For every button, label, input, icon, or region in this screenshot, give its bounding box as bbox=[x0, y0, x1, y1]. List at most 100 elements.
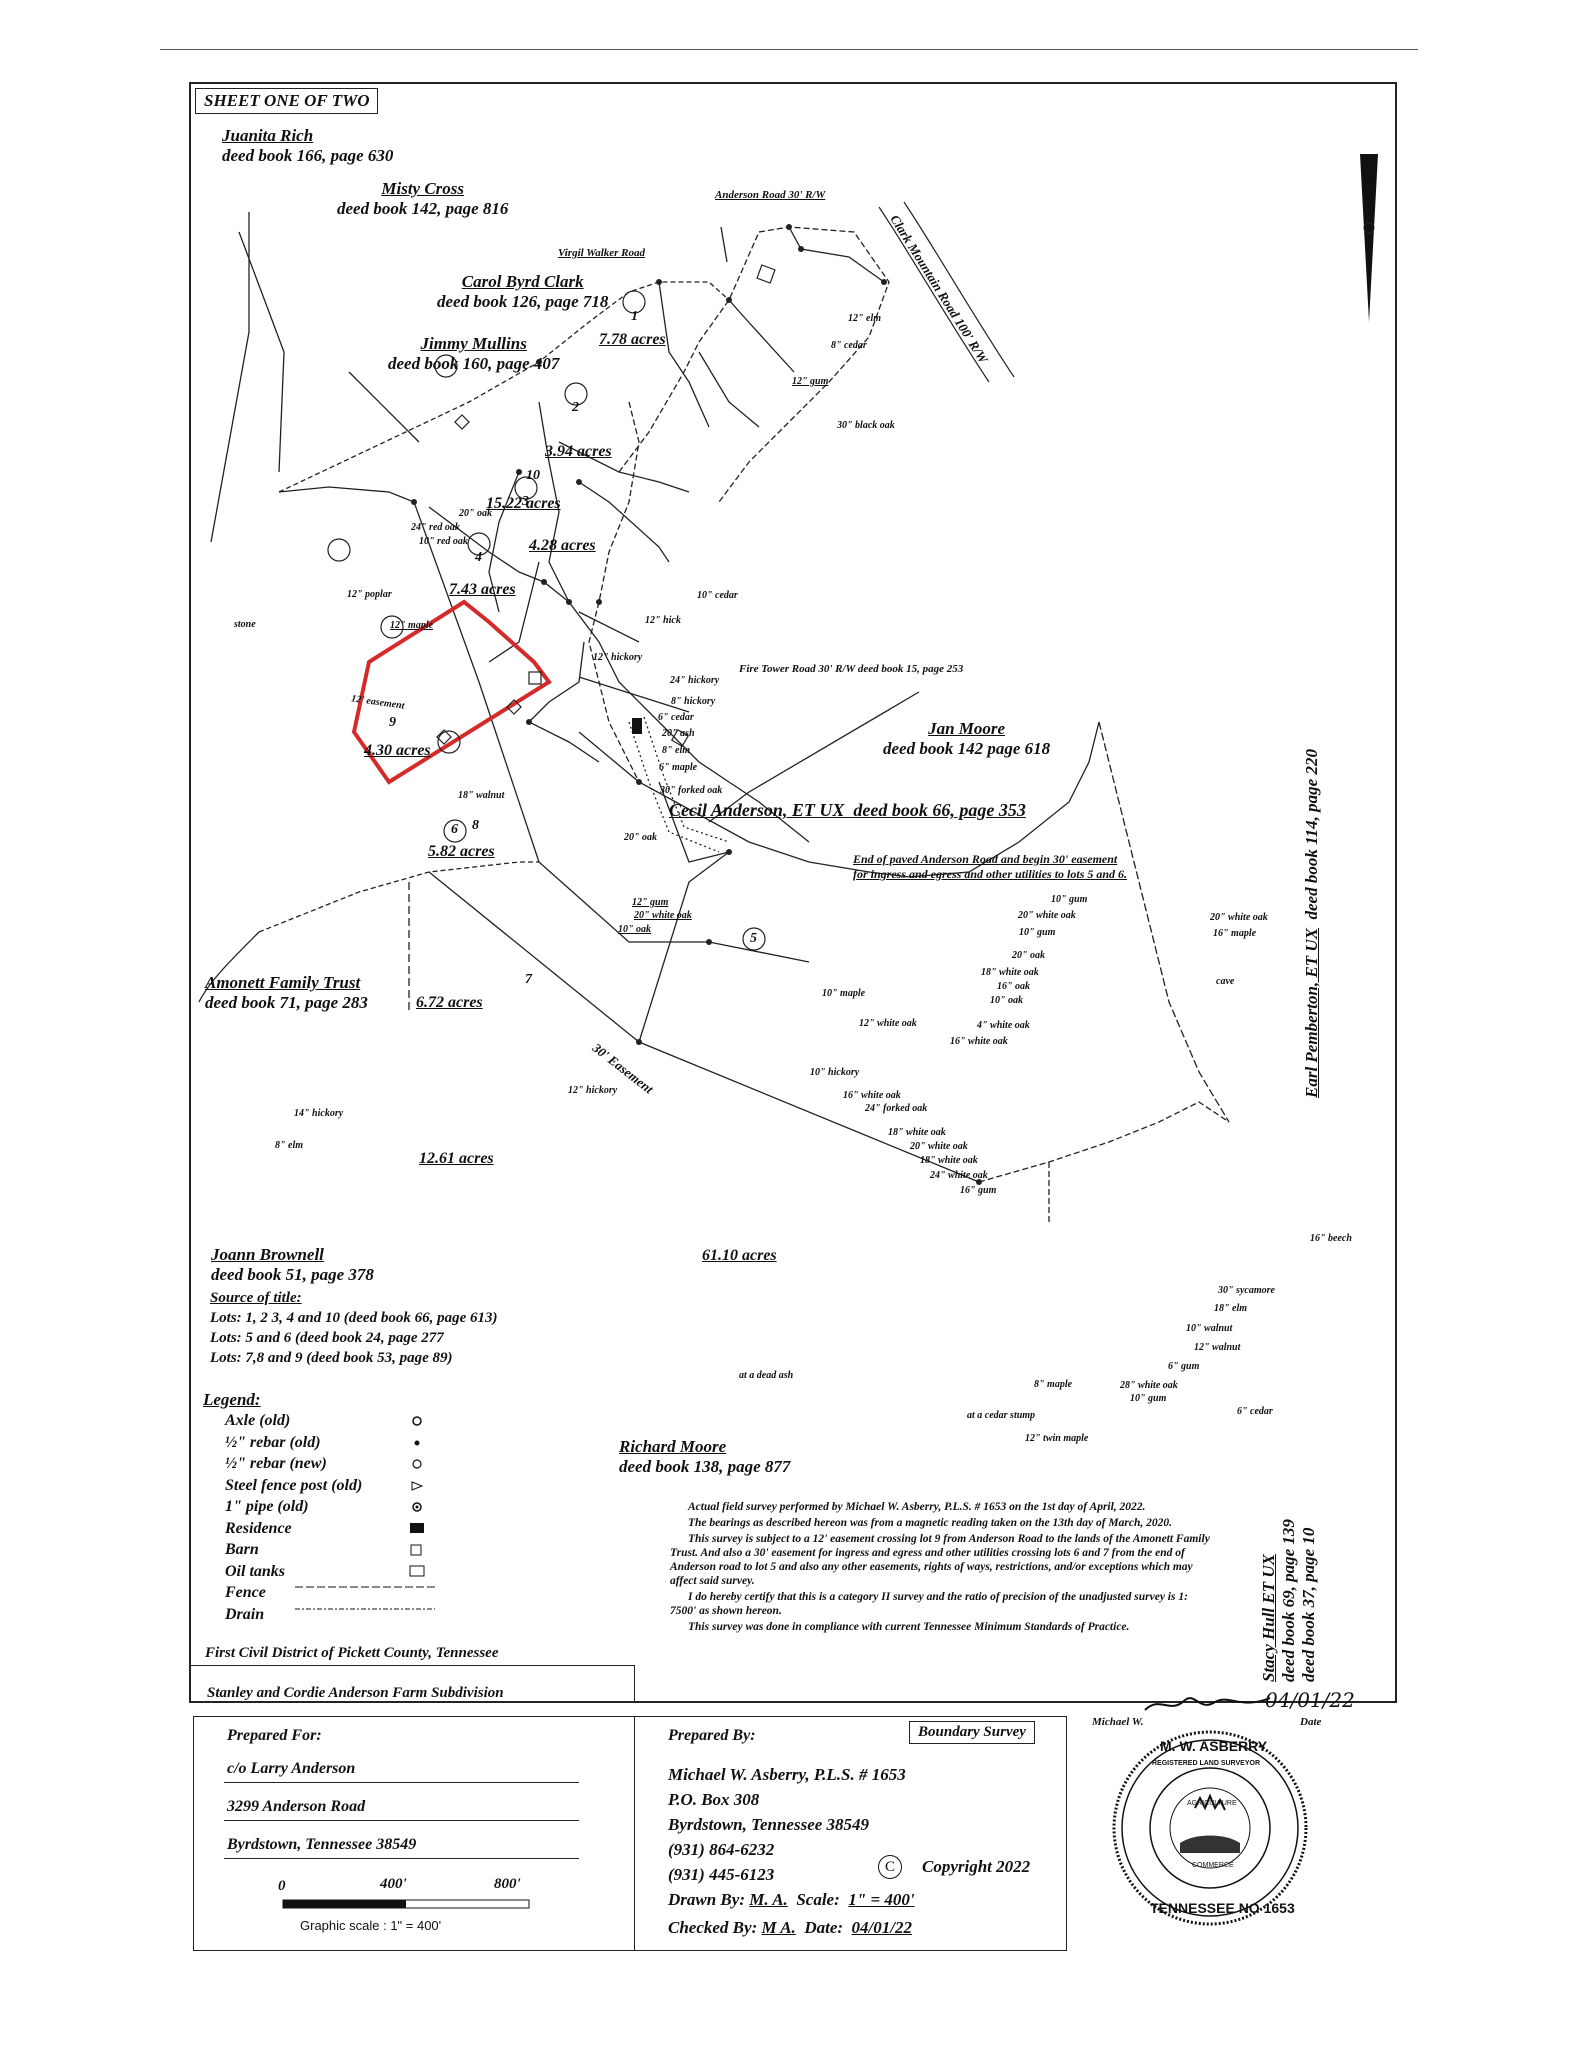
tree-label: 10" maple bbox=[822, 988, 866, 999]
tree-label: 24" forked oak bbox=[865, 1103, 928, 1114]
sheet-label: SHEET ONE OF TWO bbox=[195, 88, 379, 114]
tree-label: 12" gum bbox=[632, 897, 669, 908]
tree-label: 10" gum bbox=[1019, 927, 1056, 938]
paved-end-pointer bbox=[708, 691, 920, 823]
easement-30-line-a bbox=[628, 721, 720, 853]
drawn-by-row: Drawn By: M. A. Scale: 1" = 400' bbox=[668, 1890, 915, 1909]
anderson-road-line bbox=[720, 226, 728, 263]
lot-4-area: 7.43 acres bbox=[449, 581, 516, 598]
tree-label: 6" maple bbox=[659, 762, 698, 773]
lot-5-west bbox=[728, 781, 810, 843]
tree-label: 18" white oak bbox=[981, 967, 1039, 978]
tree-label: 18" elm bbox=[1214, 1303, 1248, 1314]
lot-3-circle bbox=[514, 476, 538, 500]
tree-label: 24" white oak bbox=[930, 1170, 988, 1181]
tree-label: 24" hickory bbox=[670, 675, 720, 686]
tree-label: 6" cedar bbox=[1237, 1406, 1273, 1417]
rebar-old-icon bbox=[414, 1440, 420, 1446]
tree-label: 10" oak bbox=[618, 924, 652, 935]
prepared-for-label: Prepared For: bbox=[227, 1727, 322, 1744]
tree-label: 12" elm bbox=[848, 313, 882, 324]
tree-label: 8" cedar bbox=[831, 340, 867, 351]
tree-label: 6" cedar bbox=[658, 712, 694, 723]
barn-lot-7-a bbox=[436, 729, 452, 745]
tree-label: 12" white oak bbox=[859, 1018, 917, 1029]
scale-bar-800: 800' bbox=[494, 1876, 521, 1892]
tree-label: 20" oak bbox=[624, 832, 658, 843]
legend-item: Axle (old) bbox=[225, 1412, 291, 1429]
tree-label: 30" black oak bbox=[837, 420, 895, 431]
prepared-by-label: Prepared By: bbox=[668, 1727, 756, 1744]
barn-lot-10 bbox=[454, 414, 470, 430]
survey-sheet-border bbox=[189, 82, 1397, 1703]
fence-post-icon bbox=[411, 1481, 424, 1491]
tree-label: 12" hick bbox=[645, 615, 681, 626]
subdivision-label: Stanley and Cordie Anderson Farm Subdivi… bbox=[207, 1685, 504, 1701]
tree-label: 16" gum bbox=[960, 1185, 997, 1196]
lot-4-west-line bbox=[588, 401, 640, 783]
seal-center-text: AGRICULTURE bbox=[1187, 1800, 1237, 1807]
lot-9-area: 4.30 acres bbox=[364, 742, 431, 759]
divider bbox=[189, 1665, 634, 1666]
tree-label: cave bbox=[1216, 976, 1235, 987]
tree-label: 20" white oak bbox=[634, 910, 692, 921]
lot-boundary-east bbox=[718, 226, 890, 503]
tree-label: 16" white oak bbox=[843, 1090, 901, 1101]
tree-label: 20" white oak bbox=[1210, 912, 1268, 923]
scale-bar-400: 400' bbox=[380, 1876, 407, 1892]
barn-lot-7-b bbox=[506, 699, 522, 715]
lot-3-4-divider bbox=[578, 481, 670, 563]
tree-label: 12" poplar bbox=[347, 589, 392, 600]
lot-3-area: 4.28 acres bbox=[529, 537, 596, 554]
tree-label: 8" elm bbox=[662, 745, 691, 756]
oil-tank-icon bbox=[409, 1565, 425, 1577]
certification-text: Actual field survey performed by Michael… bbox=[670, 1501, 1210, 1633]
paved-end-label: End of paved Anderson Road and begin 30'… bbox=[853, 852, 1128, 881]
road-anderson-label: Anderson Road 30' R/W bbox=[715, 189, 826, 201]
fire-tower-pointer bbox=[578, 611, 640, 643]
tree-label: 16" maple bbox=[1213, 928, 1257, 939]
prepared-for-line: 3299 Anderson Road bbox=[227, 1798, 366, 1815]
lot-5-area: 61.10 acres bbox=[702, 1247, 777, 1264]
tree-label: 16" white oak bbox=[950, 1036, 1008, 1047]
tree-label: 6" gum bbox=[1168, 1361, 1200, 1372]
prepared-by-block: Michael W. Asberry, P.L.S. # 1653 P.O. B… bbox=[668, 1765, 906, 1884]
legend-title: Legend: bbox=[203, 1390, 261, 1409]
legend-item: Residence bbox=[225, 1519, 292, 1537]
copyright-icon: C bbox=[878, 1855, 902, 1879]
tree-label: 20" oak bbox=[459, 508, 493, 519]
seal-top-text: M. W. ASBERRY bbox=[1160, 1738, 1268, 1754]
lot-7-area: 6.72 acres bbox=[416, 994, 483, 1011]
scale-caption: Graphic scale : 1" = 400' bbox=[300, 1918, 442, 1933]
tree-label: 10" gum bbox=[1130, 1393, 1167, 1404]
tree-label: 14" hickory bbox=[294, 1108, 344, 1119]
lot-4-circle bbox=[467, 532, 491, 556]
tree-label: 10" hickory bbox=[810, 1067, 860, 1078]
surveyor-seal bbox=[1112, 1730, 1308, 1926]
district-label: First Civil District of Pickett County, … bbox=[205, 1645, 499, 1661]
lot-1-area: 7.78 acres bbox=[599, 331, 666, 348]
tree-label: 30" forked oak bbox=[660, 785, 723, 796]
lot-5-east-line bbox=[1098, 721, 1230, 1123]
lot-10-number: 10 bbox=[526, 468, 540, 483]
seal-center-text: COMMERCE bbox=[1192, 1862, 1234, 1869]
road-fire-tower-label: Fire Tower Road 30' R/W deed book 15, pa… bbox=[739, 663, 964, 675]
tree-label: 12" hickory bbox=[593, 652, 643, 663]
tree-label: 10" gum bbox=[1051, 894, 1088, 905]
seal-bottom-text: TENNESSEE NO 1653 bbox=[1150, 1900, 1295, 1916]
lot-5-number: 5 bbox=[750, 931, 757, 946]
scan-top-edge bbox=[160, 49, 1418, 50]
barn-icon bbox=[410, 1544, 422, 1556]
lot-10-south-line bbox=[538, 401, 570, 603]
tree-label: 20" white oak bbox=[910, 1141, 968, 1152]
north-arrow bbox=[1360, 154, 1378, 322]
clark-mountain-road-line-2 bbox=[903, 201, 1015, 378]
signature-name: Michael W. bbox=[1092, 1716, 1144, 1728]
lot-7-number: 7 bbox=[525, 972, 532, 987]
lot-9-north-boundary bbox=[428, 506, 570, 603]
tree-label: 12" maple bbox=[390, 620, 434, 631]
checked-by-row: Checked By: M A. Date: 04/01/22 bbox=[668, 1918, 912, 1937]
